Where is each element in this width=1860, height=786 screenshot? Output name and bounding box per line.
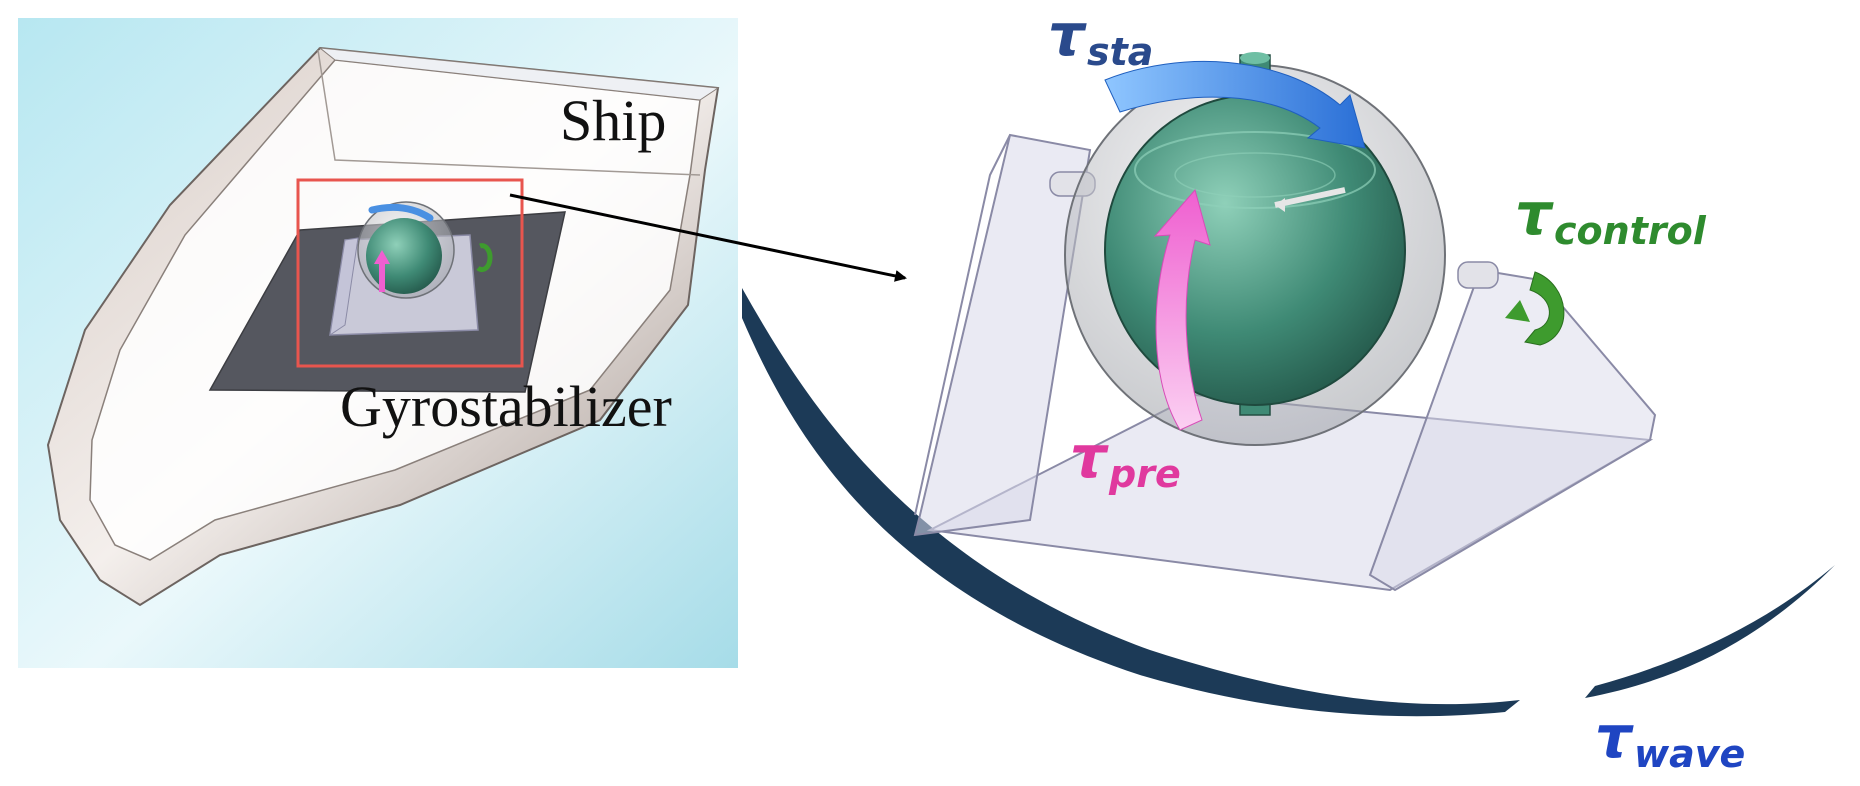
frame-left-support (913, 133, 1092, 537)
control-torque-arrow (1524, 271, 1565, 346)
sta-torque-arrow (1104, 60, 1366, 149)
tau-pre-subscript: pre (1109, 452, 1181, 496)
tau-sta-symbol: τ (1048, 1, 1086, 69)
tau-pre-label: τpre (1070, 428, 1181, 493)
wave-torque-arrow-tail (1585, 565, 1835, 698)
tau-control-symbol: τ (1515, 180, 1553, 248)
pointer-arrow (509, 193, 907, 282)
right-axle (1457, 261, 1499, 289)
ship-back-wall (318, 47, 720, 101)
wave-torque-arrow (742, 288, 1520, 717)
tau-wave-subscript: wave (1634, 732, 1746, 776)
ship-label: Ship (560, 88, 667, 153)
tau-control-subscript: control (1554, 209, 1706, 253)
tau-control-label: τcontrol (1515, 185, 1706, 250)
tau-wave-symbol: τ (1595, 703, 1633, 771)
gyrostabilizer-label: Gyrostabilizer (340, 374, 672, 439)
tau-sta-subscript: sta (1087, 30, 1154, 74)
gyro-highlight-box (296, 178, 524, 368)
tau-pre-symbol: τ (1070, 423, 1108, 491)
small-gyrostabilizer (329, 201, 493, 337)
tau-sta-label: τsta (1048, 6, 1153, 71)
ship-illustration (18, 18, 738, 668)
tau-wave-label: τwave (1595, 708, 1745, 773)
pre-torque-arrow (1153, 188, 1211, 431)
enlarged-gyrostabilizer (742, 52, 1835, 717)
